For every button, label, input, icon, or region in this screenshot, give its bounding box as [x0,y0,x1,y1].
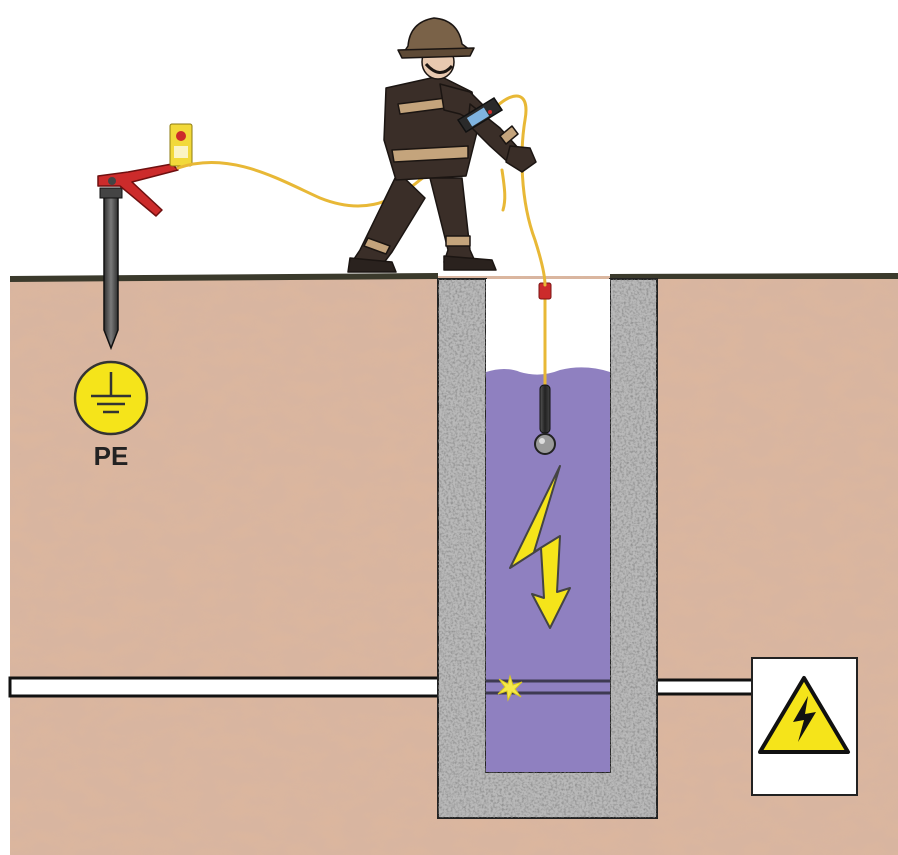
pe-label: PE [94,441,129,471]
high-voltage-warning-icon [752,658,857,795]
firefighter [348,18,536,272]
ground-symbol-icon [75,362,147,434]
cable-tag [170,124,192,166]
earth-rod [100,188,122,348]
